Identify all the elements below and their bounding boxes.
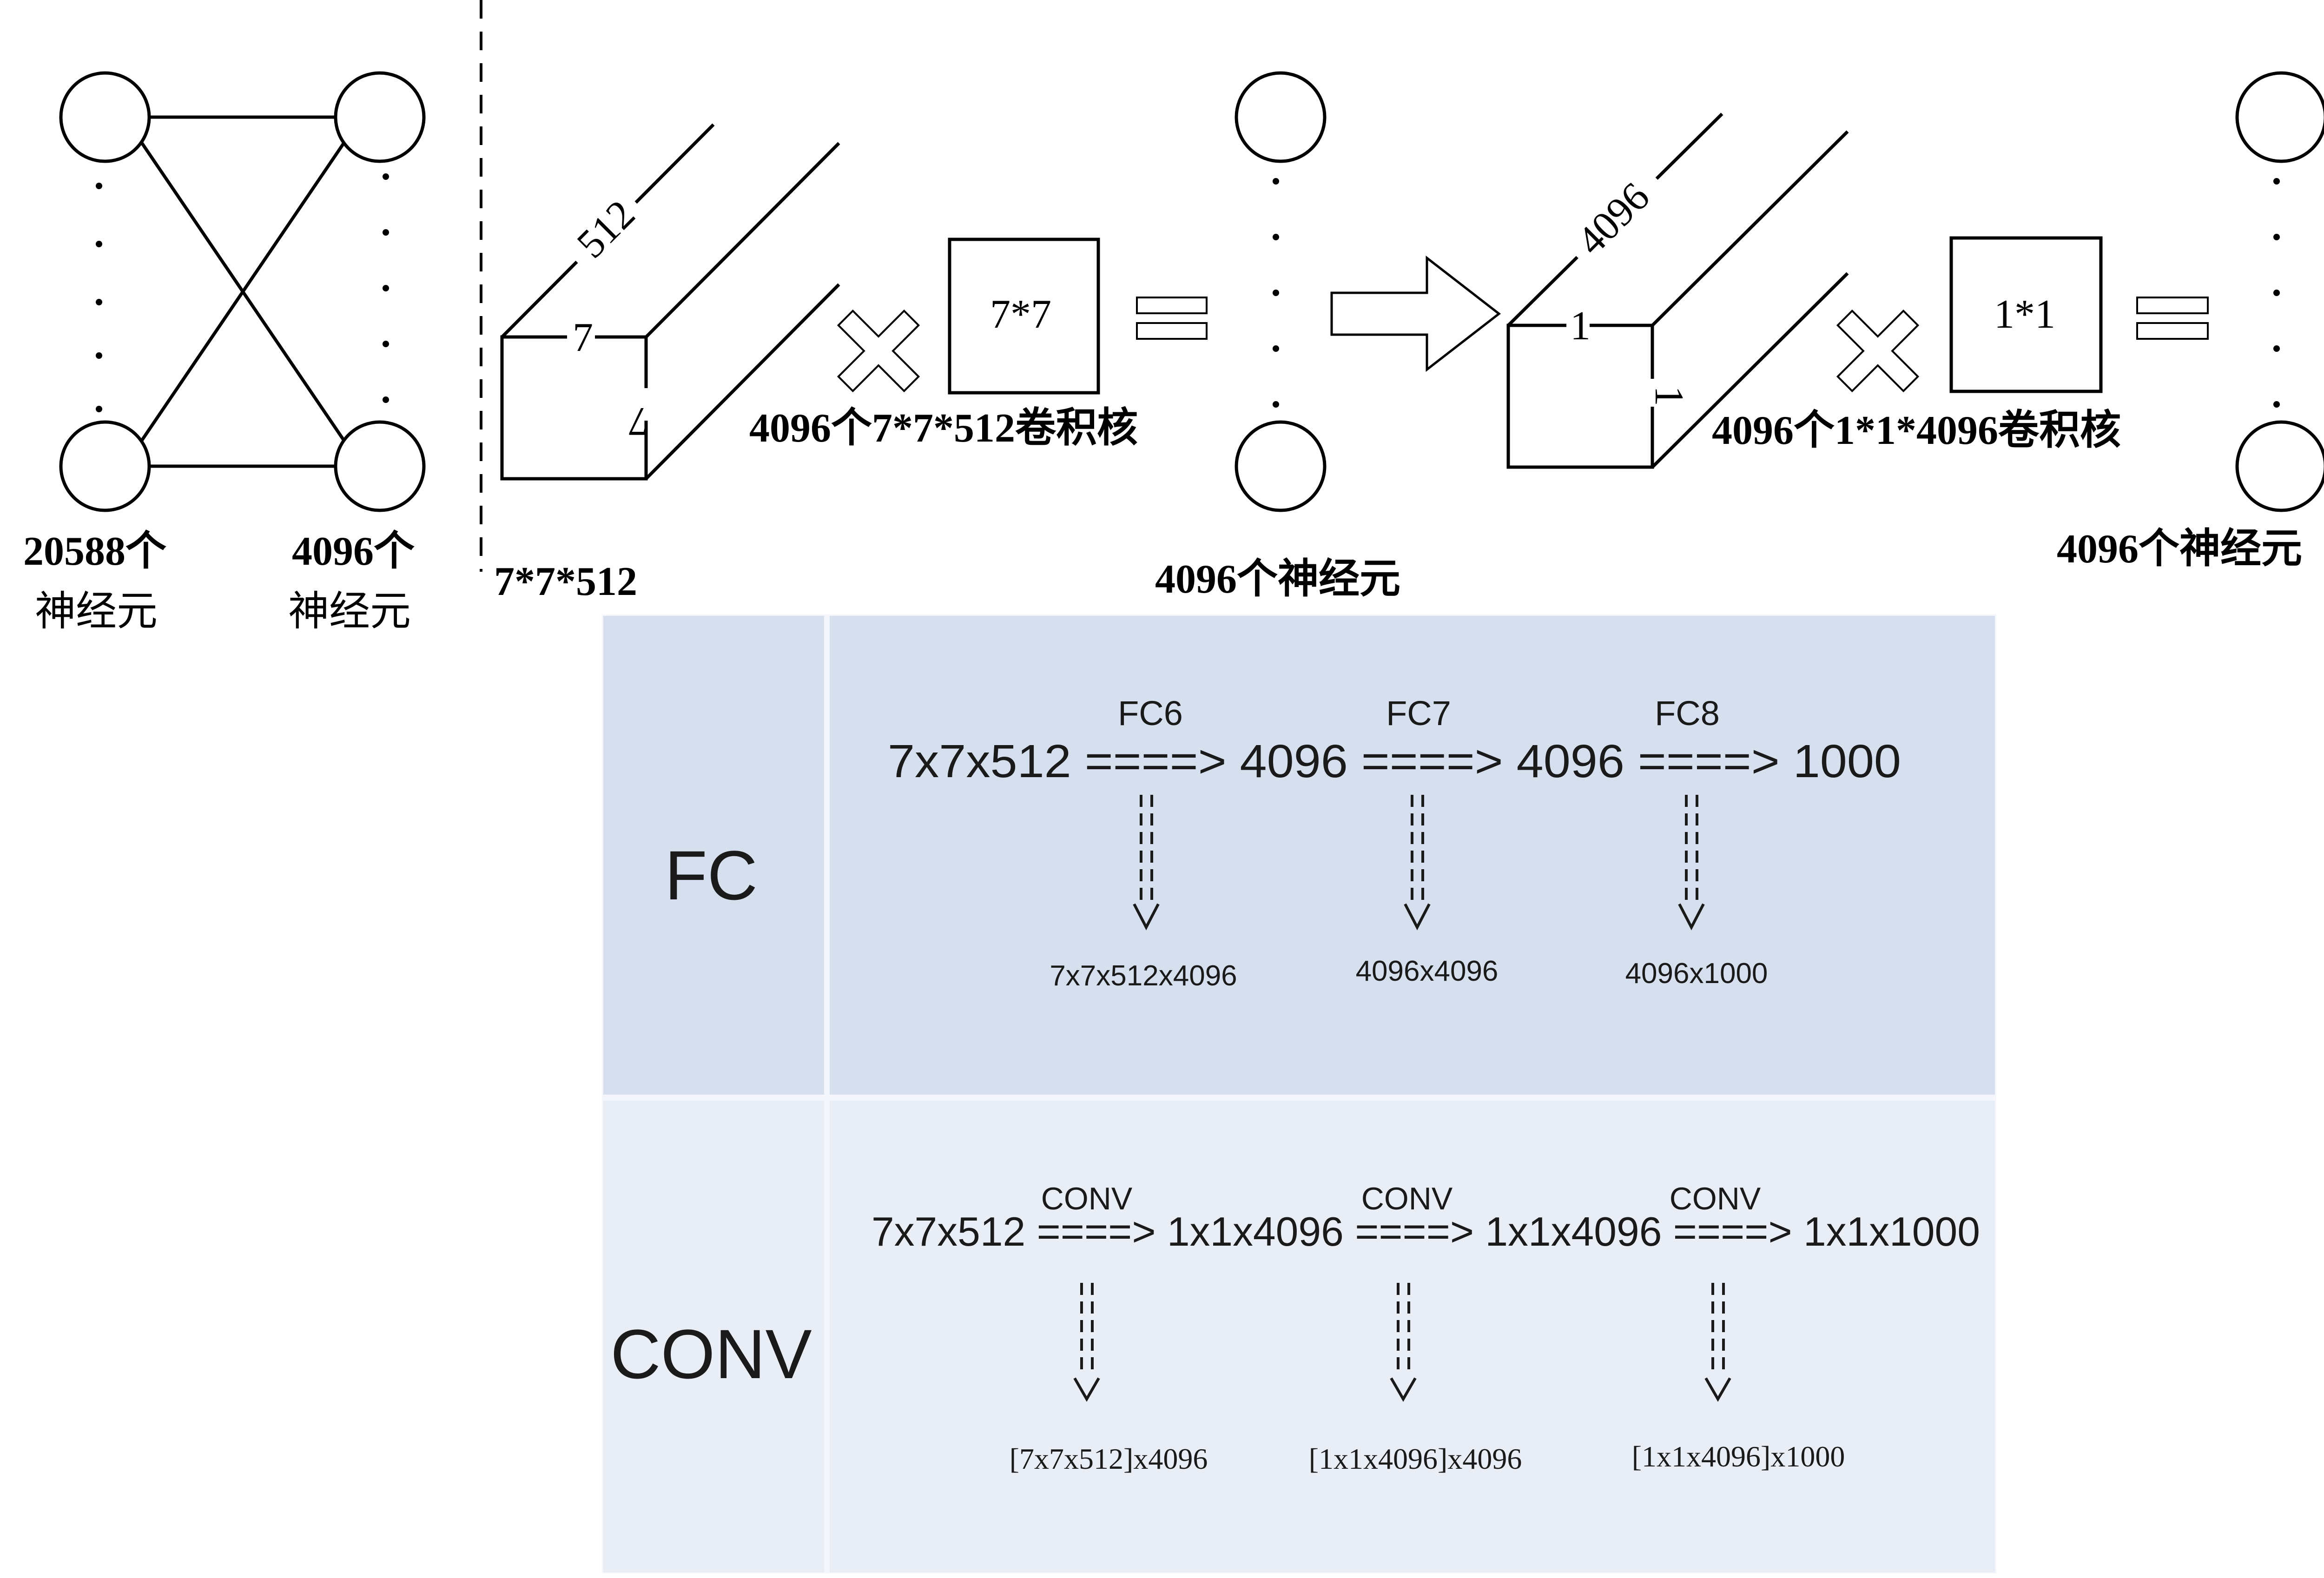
conv-layer-name: CONV xyxy=(1041,1181,1133,1216)
conv-layer-name: CONV xyxy=(1361,1181,1453,1216)
cube-height-label: 7 xyxy=(628,399,648,444)
equals-icon xyxy=(2136,297,2209,340)
fc-weight-label: 4096x1000 xyxy=(1625,957,1768,990)
label-bg xyxy=(567,316,595,358)
conv-row-label: CONV xyxy=(610,1315,812,1393)
neuron-circle xyxy=(1235,420,1327,512)
label-bg xyxy=(1633,379,1670,407)
kernel-label: 7*7 xyxy=(990,292,1051,337)
fc-weight-label: 4096x4096 xyxy=(1356,955,1499,987)
fc-layer-name: FC7 xyxy=(1386,694,1451,733)
neuron-circle xyxy=(59,420,151,512)
fc-chain: 7x7x512 ====> 4096 ====> 4096 ====> 1000 xyxy=(888,735,1901,787)
left-count-label: 20588个 xyxy=(23,529,166,574)
cube-width-label: 7 xyxy=(573,315,593,360)
conv-chain: 7x7x512 ====> 1x1x4096 ====> 1x1x4096 ==… xyxy=(872,1208,1980,1254)
conv-weight-label: [1x1x4096]x1000 xyxy=(1632,1440,1845,1473)
kernel-box xyxy=(1949,236,2103,393)
fc-layer-name: FC6 xyxy=(1118,694,1183,733)
transform-arrow-icon xyxy=(1330,255,1501,372)
neuron-circle xyxy=(334,420,426,512)
cube2-height-label: 1 xyxy=(1646,386,1691,406)
kernel-box xyxy=(948,238,1100,395)
down-arrow-icon xyxy=(1404,795,1431,931)
equals-icon xyxy=(1136,297,1208,340)
connection-line xyxy=(138,139,348,445)
cube-edge xyxy=(645,142,840,338)
fc-layer-name: FC8 xyxy=(1655,694,1720,733)
neuron-circle xyxy=(59,71,151,163)
fc-row-label-cell xyxy=(603,616,824,1095)
kernel-caption: 4096个7*7*512卷积核 xyxy=(749,406,1138,451)
left-unit-label: 神经元 xyxy=(35,589,158,634)
neuron-circle xyxy=(2235,71,2324,163)
output-neurons xyxy=(2235,71,2324,512)
cube-edge xyxy=(645,283,840,480)
label-bg xyxy=(1551,152,1679,280)
kernel2-label: 1*1 xyxy=(1994,292,2055,337)
cube-front-face xyxy=(500,335,648,481)
down-arrow-icon xyxy=(1133,795,1160,931)
output2-caption: 4096个神经元 xyxy=(2057,527,2302,572)
multiply-icon xyxy=(1836,309,1920,393)
cube-edge xyxy=(1651,130,1849,327)
fc-row-label: FC xyxy=(665,836,758,914)
neuron-circle xyxy=(1235,71,1327,163)
ellipsis-dots xyxy=(96,173,389,412)
conv-row-content-cell xyxy=(830,1101,1995,1572)
conv-weight-label: [1x1x4096]x4096 xyxy=(1309,1442,1522,1475)
down-arrow-icon xyxy=(1073,1283,1100,1402)
down-arrow-icon xyxy=(1678,795,1705,931)
label-bg xyxy=(550,176,659,284)
neuron-circle xyxy=(334,71,426,163)
output-caption: 4096个神经元 xyxy=(1155,557,1400,602)
multiply-icon xyxy=(837,309,920,393)
cube2-width-label: 1 xyxy=(1570,304,1591,349)
down-arrow-icon xyxy=(1704,1283,1731,1402)
fc-neuron-diagram xyxy=(59,71,426,512)
conv-layer-name: CONV xyxy=(1670,1181,1761,1216)
output-neurons xyxy=(1235,71,1327,512)
fc-weight-label: 7x7x512x4096 xyxy=(1050,960,1237,992)
label-bg xyxy=(1566,304,1590,346)
right-count-label: 4096个 xyxy=(292,529,415,574)
down-arrow-icon xyxy=(1390,1283,1417,1402)
kernel2-caption: 4096个1*1*4096卷积核 xyxy=(1712,408,2121,453)
neuron-circle xyxy=(2235,420,2324,512)
label-bg xyxy=(627,388,664,421)
input-cube xyxy=(500,123,840,481)
cube-edge xyxy=(1651,272,1849,469)
conv-row-label-cell xyxy=(603,1101,824,1572)
input-caption: 7*7*512 xyxy=(494,559,637,604)
right-unit-label: 神经元 xyxy=(288,589,411,634)
conv-weight-label: [7x7x512]x4096 xyxy=(1010,1442,1208,1475)
